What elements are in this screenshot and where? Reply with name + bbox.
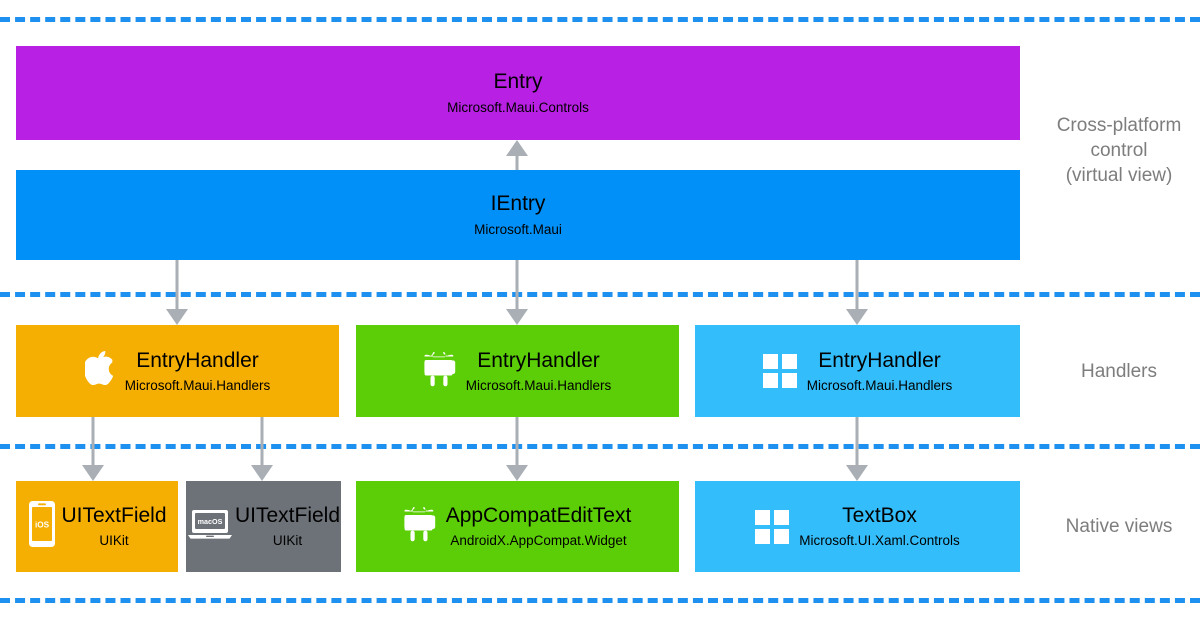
arrow-line xyxy=(175,260,179,309)
handler-android-text-block: EntryHandler Microsoft.Maui.Handlers xyxy=(466,349,612,394)
arrow-handler-ios-to-native-ios xyxy=(82,417,104,481)
ios-phone-icon: iOS xyxy=(27,500,57,553)
entry-title: Entry xyxy=(493,70,543,93)
arrow-head-down-icon xyxy=(506,465,528,481)
native-windows-namespace: Microsoft.UI.Xaml.Controls xyxy=(799,533,960,548)
handler-android-namespace: Microsoft.Maui.Handlers xyxy=(465,377,612,393)
handler-ios-box[interactable]: EntryHandler Microsoft.Maui.Handlers xyxy=(16,325,339,417)
ientry-title: IEntry xyxy=(490,192,546,215)
arrow-handler-android-to-native-android xyxy=(506,417,528,481)
native-ios-title: UITextField xyxy=(61,504,167,527)
handler-ios-namespace: Microsoft.Maui.Handlers xyxy=(124,377,271,393)
svg-text:iOS: iOS xyxy=(35,521,50,530)
entry-box[interactable]: Entry Microsoft.Maui.Controls xyxy=(16,46,1020,140)
native-android-text-block: AppCompatEditText AndroidX.AppCompat.Wid… xyxy=(446,504,632,549)
arrow-handler-ios-to-native-macos xyxy=(251,417,273,481)
svg-text:macOS: macOS xyxy=(198,517,223,526)
native-ios-text-block: UITextField UIKit xyxy=(61,504,166,549)
arrow-handler-windows-to-native-windows xyxy=(846,417,868,481)
handler-android-box[interactable]: EntryHandler Microsoft.Maui.Handlers xyxy=(356,325,679,417)
arrow-ientry-to-handler-ios xyxy=(166,260,188,325)
native-ios-namespace: UIKit xyxy=(99,533,129,548)
ientry-namespace: Microsoft.Maui xyxy=(474,222,562,237)
handler-android-title: EntryHandler xyxy=(477,348,600,372)
section-label-cross-platform: Cross-platform control (virtual view) xyxy=(1056,115,1182,186)
arrow-head-down-icon xyxy=(82,465,104,481)
native-windows-title: TextBox xyxy=(842,504,917,527)
handler-ios-text-block: EntryHandler Microsoft.Maui.Handlers xyxy=(125,349,271,394)
native-windows-text-block: TextBox Microsoft.UI.Xaml.Controls xyxy=(799,504,960,549)
native-windows-box[interactable]: TextBox Microsoft.UI.Xaml.Controls xyxy=(695,481,1020,572)
macos-laptop-icon: macOS xyxy=(187,507,233,546)
divider-cross-platform xyxy=(0,292,1200,297)
divider-top xyxy=(0,17,1200,22)
android-icon xyxy=(404,506,436,547)
native-android-title: AppCompatEditText xyxy=(445,504,632,527)
native-macos-text-block: UITextField UIKit xyxy=(235,504,340,549)
native-ios-box[interactable]: iOS UITextField UIKit xyxy=(16,481,178,572)
ientry-box[interactable]: IEntry Microsoft.Maui xyxy=(16,170,1020,260)
apple-icon xyxy=(83,350,115,392)
arrow-line xyxy=(91,417,95,465)
arrow-line xyxy=(855,417,859,465)
arrow-line xyxy=(515,417,519,465)
handler-ios-title: EntryHandler xyxy=(136,348,259,372)
arrow-line xyxy=(855,260,859,309)
arrow-ientry-to-entry xyxy=(506,140,528,170)
windows-icon xyxy=(762,354,797,388)
arrow-head-down-icon xyxy=(166,309,188,325)
section-label-handlers: Handlers xyxy=(1080,361,1158,382)
handler-windows-text-block: EntryHandler Microsoft.Maui.Handlers xyxy=(807,349,953,394)
native-macos-box[interactable]: macOS UITextField UIKit xyxy=(186,481,341,572)
arrow-head-up-icon xyxy=(506,140,528,156)
arrow-head-down-icon xyxy=(251,465,273,481)
divider-native-views xyxy=(0,598,1200,603)
native-android-namespace: AndroidX.AppCompat.Widget xyxy=(450,533,627,548)
arrow-line xyxy=(515,154,519,170)
arrow-head-down-icon xyxy=(506,309,528,325)
native-macos-title: UITextField xyxy=(234,504,341,527)
native-macos-namespace: UIKit xyxy=(272,533,303,548)
entry-namespace: Microsoft.Maui.Controls xyxy=(447,100,589,115)
arrow-ientry-to-handler-android xyxy=(506,260,528,325)
windows-icon xyxy=(755,509,790,544)
android-icon xyxy=(424,351,456,392)
arrow-head-down-icon xyxy=(846,465,868,481)
handler-windows-title: EntryHandler xyxy=(818,348,941,372)
arrow-head-down-icon xyxy=(846,309,868,325)
arrow-line xyxy=(515,260,519,309)
handler-windows-box[interactable]: EntryHandler Microsoft.Maui.Handlers xyxy=(695,325,1020,417)
arrow-ientry-to-handler-windows xyxy=(846,260,868,325)
divider-handlers xyxy=(0,444,1200,449)
section-label-native-views: Native views xyxy=(1065,516,1173,537)
handler-windows-namespace: Microsoft.Maui.Handlers xyxy=(806,377,953,393)
arrow-line xyxy=(260,417,264,465)
native-android-box[interactable]: AppCompatEditText AndroidX.AppCompat.Wid… xyxy=(356,481,679,572)
